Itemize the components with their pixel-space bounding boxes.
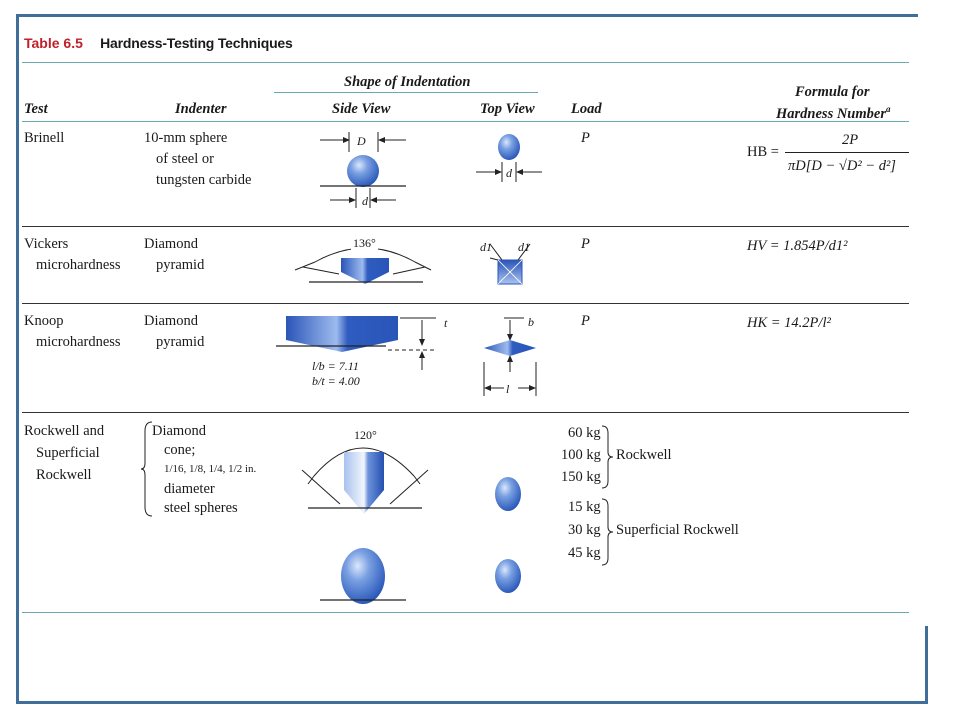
knoop-side-view-diagram bbox=[276, 316, 436, 370]
row-vickers-indenter-2: pyramid bbox=[156, 257, 205, 273]
header-formula-text: Hardness Number bbox=[776, 105, 886, 122]
header-side-view: Side View bbox=[332, 101, 391, 117]
row-rockwell-indenter-3: 1/16, 1/8, 1/4, 1/2 in. bbox=[164, 463, 257, 475]
row-vickers-test-2: microhardness bbox=[36, 257, 121, 273]
row-rockwell-test-3: Rockwell bbox=[36, 467, 92, 483]
rockwell-top-view-diagram bbox=[495, 477, 521, 593]
brinell-top-view-diagram bbox=[476, 134, 542, 182]
row-rockwell-indenter-4: diameter bbox=[164, 481, 215, 497]
vickers-label-d1-left: d1 bbox=[480, 240, 492, 254]
brinell-formula-numerator: 2P bbox=[842, 132, 859, 148]
knoop-label-t: t bbox=[444, 316, 448, 330]
brinell-sphere-side bbox=[347, 155, 379, 187]
row-brinell-indenter-3: tungsten carbide bbox=[156, 172, 252, 188]
header-group-rule bbox=[274, 92, 538, 93]
superficial-load-brace bbox=[601, 498, 614, 566]
header-indenter: Indenter bbox=[175, 101, 227, 117]
row-rockwell-indenter-5: steel spheres bbox=[164, 500, 238, 516]
rockwell-sphere-top bbox=[495, 559, 521, 593]
row-knoop-load: P bbox=[581, 313, 590, 329]
superficial-load-30: 30 kg bbox=[568, 522, 601, 538]
rockwell-load-150: 150 kg bbox=[561, 469, 601, 485]
header-shape-of-indentation: Shape of Indentation bbox=[344, 74, 471, 90]
row-brinell-load: P bbox=[581, 130, 590, 146]
brinell-sphere-top bbox=[498, 134, 520, 160]
brinell-label-d-side: d bbox=[362, 194, 368, 208]
knoop-label-l: l bbox=[506, 382, 510, 396]
vickers-top-view-diagram bbox=[489, 243, 531, 285]
brinell-formula-denominator: πD[D − √D² − d²] bbox=[788, 158, 896, 174]
brinell-formula-lhs: HB = bbox=[747, 144, 779, 160]
row-knoop-indenter-1: Diamond bbox=[144, 313, 198, 329]
row-knoop-indenter-2: pyramid bbox=[156, 334, 205, 350]
knoop-formula: HK = 14.2P/l² bbox=[747, 315, 831, 331]
rockwell-cone bbox=[344, 452, 384, 514]
vickers-angle-label: 136° bbox=[351, 233, 378, 254]
row-rockwell-indenter-2: cone; bbox=[164, 442, 196, 458]
header-rule bbox=[22, 121, 909, 122]
knoop-rhombus-top bbox=[484, 340, 536, 356]
header-formula-footnote: a bbox=[885, 104, 891, 114]
indenter-brace bbox=[140, 421, 153, 517]
rockwell-sphere-side-diagram bbox=[320, 548, 406, 604]
rockwell-load-60: 60 kg bbox=[568, 425, 601, 441]
row-divider-2 bbox=[22, 303, 909, 304]
superficial-load-45: 45 kg bbox=[568, 545, 601, 561]
header-test: Test bbox=[24, 101, 48, 117]
rockwell-load-100: 100 kg bbox=[561, 447, 601, 463]
knoop-pyramid-side bbox=[286, 316, 398, 352]
row-vickers-load: P bbox=[581, 236, 590, 252]
row-brinell-test: Brinell bbox=[24, 130, 65, 146]
rockwell-cone-top bbox=[495, 477, 521, 511]
vickers-pyramid-side bbox=[341, 258, 389, 284]
brinell-label-D: D bbox=[357, 134, 366, 148]
rockwell-angle-label: 120° bbox=[352, 425, 379, 446]
row-brinell-indenter-2: of steel or bbox=[156, 151, 214, 167]
header-top-view: Top View bbox=[480, 101, 535, 117]
table-bottom-rule bbox=[22, 612, 909, 613]
superficial-scale-label: Superficial Rockwell bbox=[616, 522, 739, 538]
rockwell-cone-side-diagram bbox=[301, 447, 429, 514]
row-vickers-test-1: Vickers bbox=[24, 236, 69, 252]
row-knoop-test-1: Knoop bbox=[24, 313, 64, 329]
brinell-fraction-bar bbox=[785, 152, 909, 153]
vickers-formula: HV = 1.854P/d1² bbox=[747, 238, 848, 254]
table-title: Table 6.5 Hardness-Testing Techniques bbox=[24, 33, 293, 55]
frame-gap bbox=[918, 14, 930, 626]
superficial-load-15: 15 kg bbox=[568, 499, 601, 515]
row-knoop-test-2: microhardness bbox=[36, 334, 121, 350]
rockwell-sphere-side bbox=[341, 548, 385, 604]
row-divider-3 bbox=[22, 412, 909, 413]
header-load: Load bbox=[571, 101, 602, 117]
row-rockwell-indenter-1: Diamond bbox=[152, 423, 206, 439]
brinell-side-view-diagram bbox=[320, 132, 406, 208]
knoop-label-b: b bbox=[528, 315, 534, 329]
vickers-label-d1-right: d1 bbox=[518, 240, 530, 254]
rockwell-load-brace bbox=[601, 425, 614, 489]
brinell-label-d-top: d bbox=[506, 166, 512, 180]
knoop-ratio-lb: l/b = 7.11 bbox=[312, 359, 359, 373]
row-brinell-indenter-1: 10-mm sphere bbox=[144, 130, 228, 146]
row-rockwell-test-2: Superficial bbox=[36, 445, 100, 461]
table-title-text: Hardness-Testing Techniques bbox=[100, 35, 293, 51]
row-rockwell-test-1: Rockwell and bbox=[24, 423, 105, 439]
rockwell-scale-label: Rockwell bbox=[616, 447, 672, 463]
row-divider-1 bbox=[22, 226, 909, 227]
table-number: Table 6.5 bbox=[24, 35, 83, 51]
header-formula-line2: Hardness Numbera bbox=[776, 99, 890, 125]
title-rule bbox=[22, 62, 909, 63]
knoop-top-view-diagram bbox=[483, 317, 537, 396]
knoop-ratio-bt: b/t = 4.00 bbox=[312, 374, 360, 388]
row-vickers-indenter-1: Diamond bbox=[144, 236, 198, 252]
header-formula-line1: Formula for bbox=[795, 84, 870, 100]
